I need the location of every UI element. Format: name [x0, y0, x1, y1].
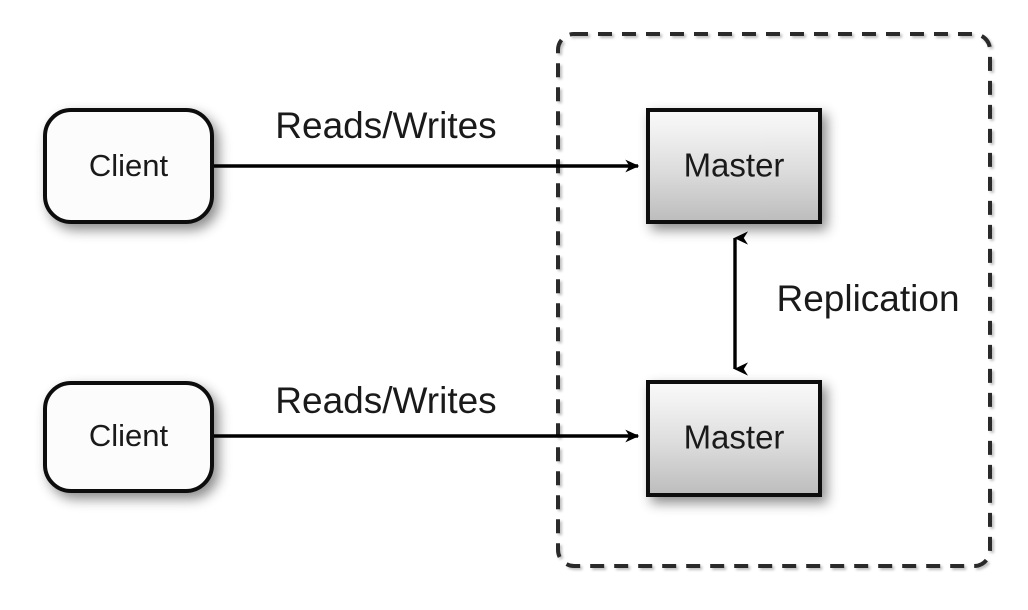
- reads-writes-label-top: Reads/Writes: [275, 105, 496, 146]
- client-node-bottom-label: Client: [89, 418, 169, 453]
- replication-cluster-boundary: [556, 32, 992, 568]
- master-node-bottom-shape[interactable]: [646, 380, 822, 497]
- master-node-top-label: Master: [684, 147, 785, 184]
- replication-label: Replication: [776, 278, 959, 319]
- client-node-bottom-shape[interactable]: [43, 381, 214, 493]
- client-node-top-label: Client: [89, 148, 169, 183]
- master-node-top[interactable]: Master: [646, 108, 822, 224]
- master-node-top-shape[interactable]: [646, 108, 822, 224]
- master-node-bottom[interactable]: Master: [646, 380, 822, 497]
- client-node-top[interactable]: Client: [43, 108, 214, 224]
- master-node-bottom-label: Master: [684, 419, 785, 456]
- reads-writes-label-bottom: Reads/Writes: [275, 380, 496, 421]
- client-node-top-shape[interactable]: [43, 108, 214, 224]
- client-node-bottom[interactable]: Client: [43, 381, 214, 493]
